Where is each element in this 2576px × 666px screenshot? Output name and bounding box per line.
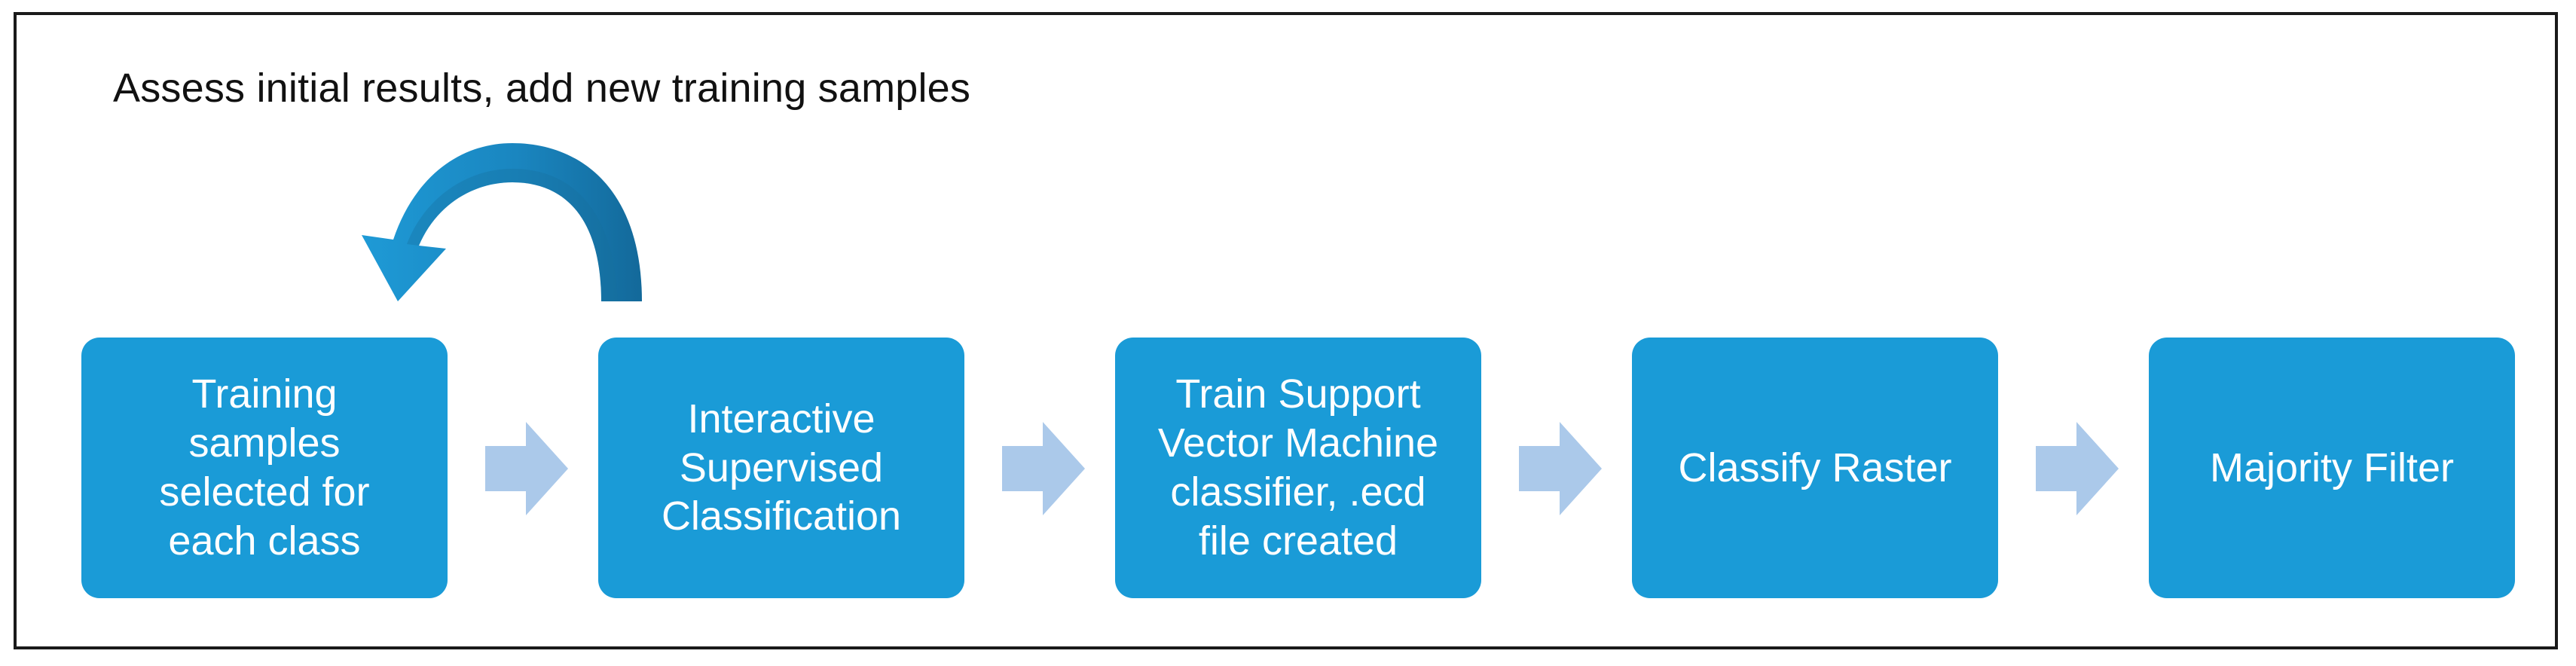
feedback-loop-arrow [362,143,642,301]
step-box-classify-raster: Classify Raster [1632,338,1998,598]
step-box-training-samples: Training samples selected for each class [81,338,448,598]
feedback-loop-label: Assess initial results, add new training… [113,66,971,111]
flow-arrow-3 [1519,422,1602,515]
step-box-majority-filter: Majority Filter [2149,338,2515,598]
flow-arrow-1 [485,422,568,515]
flow-arrow-2 [1002,422,1085,515]
step-box-train-svm: Train Support Vector Machine classifier,… [1115,338,1481,598]
step-box-interactive-classification: Interactive Supervised Classification [598,338,964,598]
flow-arrow-4 [2036,422,2119,515]
